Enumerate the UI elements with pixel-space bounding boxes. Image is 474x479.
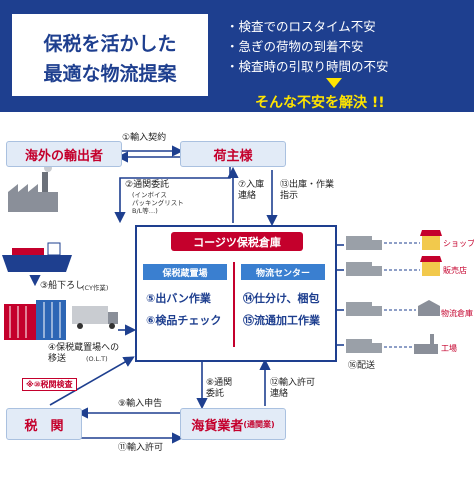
shop-icon [420, 230, 442, 250]
step-permit-notice: ⑫輸入許可 連絡 [270, 378, 316, 399]
step-delivery: ⑯配送 [348, 361, 376, 371]
destination-depot: 物流倉庫 [441, 309, 473, 318]
header-title-box [12, 14, 208, 96]
step-import-declaration: ⑨輸入申告 [118, 399, 163, 409]
warehouse-depot-icon [418, 300, 440, 316]
forwarder-label: 海貨業者 [191, 418, 244, 434]
warehouse-item: ⑤出バン作業 [146, 292, 211, 305]
header-bullet: ・急ぎの荷物の到着不安 [226, 39, 364, 54]
destination-factory: 工場 [441, 344, 457, 353]
step-import-contract: ①輸入契約 [122, 133, 167, 143]
solve-tagline: そんな不安を解決 !! [255, 95, 385, 111]
destination-store: 販売店 [443, 266, 467, 275]
step-unloading: ③船下ろし [40, 281, 85, 291]
step-transfer: ④保税蔵置場への 移送 [48, 343, 120, 364]
step-customs-consign-2: ⑧通関 委託 [206, 378, 233, 399]
warehouse-item: ⑮流通加工作業 [243, 314, 320, 327]
down-arrow-icon [326, 78, 342, 88]
tab-bonded-storage: 保税蔵置場 [143, 264, 227, 280]
header-bullet: ・検査時の引取り時間の不安 [226, 59, 389, 74]
step-customs-consign: ②通関委託 [125, 180, 170, 190]
step-dispatch-instruction: ⑬出庫・作業 指示 [280, 180, 335, 201]
header-title-line1: 保税を活かした [43, 33, 177, 55]
step-import-permit: ⑪輸入許可 [118, 443, 164, 453]
factory-icon [8, 164, 58, 212]
tab-logistics-center: 物流センター [241, 264, 325, 280]
forwarder-sub: (通関業) [243, 419, 275, 429]
store-icon [420, 256, 442, 276]
warehouse-title: コージツ保税倉庫 [171, 232, 303, 251]
step-transfer-sub: (O.L.T) [86, 355, 108, 363]
arrow-inspection [49, 356, 135, 406]
step-customs-consign-docs: (インボイス パッキングリスト B/L等…) [132, 191, 184, 215]
node-customs: 税 関 [6, 408, 82, 440]
cargo-ship-icon [2, 242, 72, 272]
node-forwarder: 海貨業者(通関業) [180, 408, 286, 440]
trailer-truck-icon [72, 306, 118, 329]
node-overseas-exporter: 海外の輸出者 [6, 141, 122, 167]
step-entry-notice: ⑦入庫 連絡 [238, 180, 265, 201]
factory-destination-icon [414, 334, 438, 354]
step-customs-inspection: ※⑩税関検査 [22, 378, 77, 391]
header-bullet: ・検査でのロスタイム不安 [226, 19, 376, 34]
warehouse-item: ⑭仕分け、梱包 [243, 292, 320, 305]
warehouse-divider [233, 262, 235, 347]
destination-shop: ショップ [443, 239, 474, 248]
containers-icon [4, 300, 66, 340]
warehouse-item: ⑥検品チェック [146, 314, 222, 327]
node-shipper: 荷主様 [180, 141, 286, 167]
header-title-line2: 最適な物流提案 [43, 63, 177, 85]
delivery-truck-icon [346, 236, 382, 353]
step-unloading-sub: (CY作業) [82, 284, 109, 292]
